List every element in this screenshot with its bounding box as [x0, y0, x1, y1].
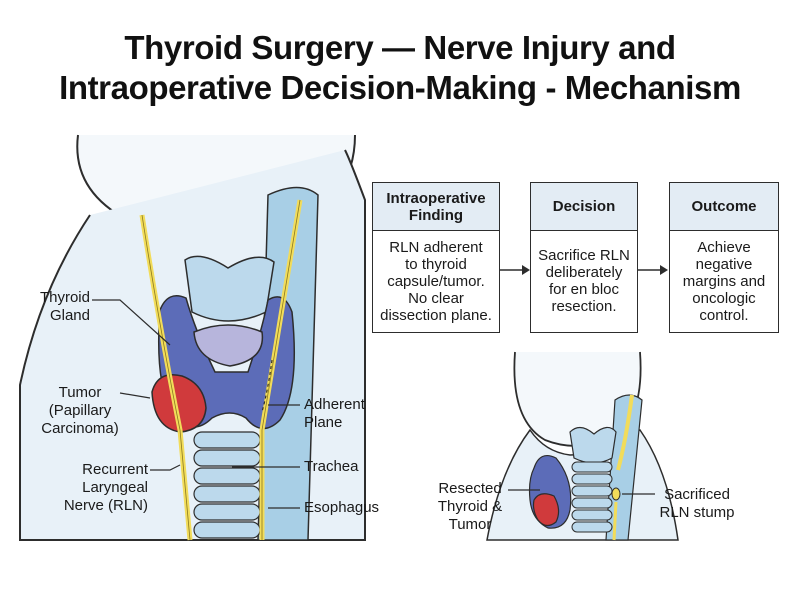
cricoid-shape	[193, 324, 264, 367]
right-nerve-outline	[261, 199, 301, 540]
decision-header: Decision	[531, 183, 637, 231]
label-tumor: Tumor (Papillary Carcinoma)	[41, 384, 119, 437]
outcome-header: Outcome	[670, 183, 778, 231]
adherent-plane-line	[261, 359, 273, 413]
inset-illustration	[486, 351, 679, 541]
label-trachea: Trachea	[304, 458, 359, 475]
label-thyroid-gland: Thyroid Gland	[39, 289, 90, 324]
label-rln-stump: Sacrificed RLN stump	[659, 486, 735, 521]
title-line-2: Intraoperative Decision-Making - Mechani…	[59, 69, 741, 106]
flow-arrows	[500, 265, 668, 275]
finding-header: Intraoperative Finding	[373, 183, 499, 231]
trachea-rings	[193, 431, 261, 539]
decision-body: Sacrifice RLN deliberately for en bloc r…	[538, 247, 630, 315]
finding-box: Intraoperative Finding RLN adherent to t…	[372, 182, 500, 333]
inset-leader-lines	[508, 489, 655, 495]
title-line-1: Thyroid Surgery — Nerve Injury and	[124, 29, 676, 66]
label-esophagus: Esophagus	[304, 499, 380, 516]
decision-box: Decision Sacrifice RLN deliberately for …	[530, 182, 638, 333]
label-adherent-plane: Adherent Plane	[304, 396, 365, 431]
main-leader-lines	[92, 299, 300, 509]
outcome-body: Achieve negative margins and oncologic c…	[682, 238, 766, 324]
label-rln: Recurrent Laryngeal Nerve (RLN)	[63, 461, 148, 514]
page-title: Thyroid Surgery — Nerve Injury and Intra…	[0, 28, 800, 108]
larynx-shape	[184, 255, 275, 322]
outcome-box: Outcome Achieve negative margins and onc…	[669, 182, 779, 333]
label-resected-thyroid: Resected Thyroid & Tumor	[437, 480, 503, 533]
finding-body: RLN adherent to thyroid capsule/tumor. N…	[380, 238, 492, 324]
left-nerve-outline	[141, 214, 191, 541]
